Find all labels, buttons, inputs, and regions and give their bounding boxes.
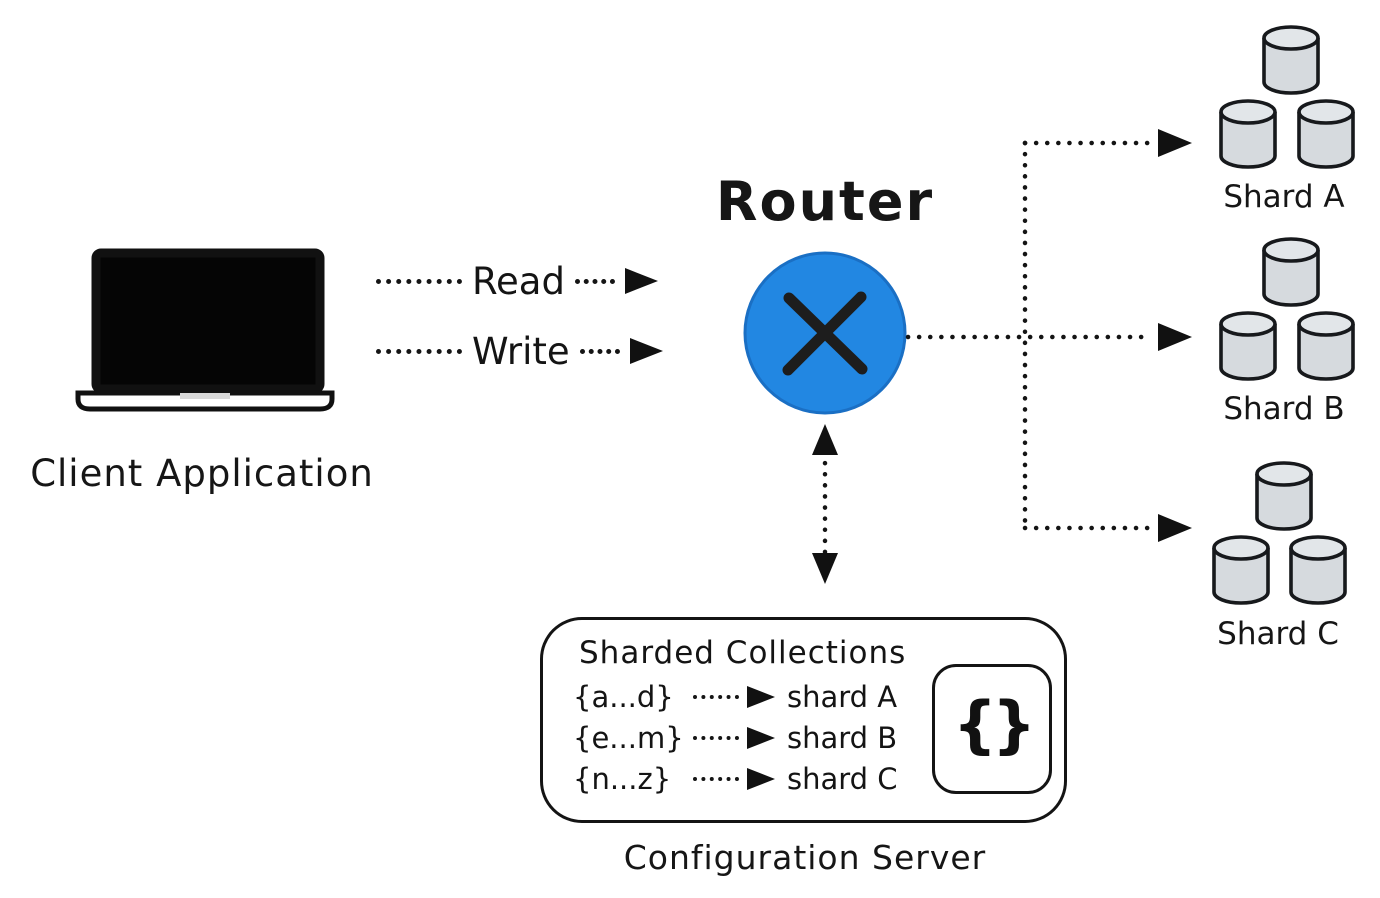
arrowhead-icon [747, 727, 775, 749]
dotted-line [579, 348, 620, 354]
shard-a-label: Shard A [1223, 179, 1345, 215]
laptop-icon [75, 248, 335, 412]
dotted-line [376, 278, 462, 284]
configuration-server-box: Sharded Collections {a...d} shard A {e..… [540, 617, 1067, 823]
database-cylinder-icon [1289, 535, 1347, 605]
key-range: {n...z} [573, 762, 672, 796]
curly-braces-icon: {} [952, 687, 1036, 761]
read-arrow: Read [376, 259, 658, 303]
database-cylinder-icon [1262, 25, 1320, 95]
database-cylinder-icon [1219, 99, 1277, 169]
database-cylinder-icon [1297, 99, 1355, 169]
shard-mapping-row: {a...d} shard A [573, 680, 1064, 714]
shard-arrowhead-icons [1158, 129, 1192, 542]
shard-a-cluster [1219, 25, 1355, 169]
arrowhead-icon [629, 338, 663, 364]
shard-mapping-list: {a...d} shard A {e...m} shard B {n...z} … [573, 680, 1064, 796]
router-icon [743, 251, 907, 415]
sharded-collections-title: Sharded Collections [579, 635, 907, 671]
router-to-shards-connector [905, 140, 1153, 531]
database-cylinder-icon [1262, 237, 1320, 307]
shard-mapping-row: {n...z} shard C [573, 762, 1064, 796]
shard-b-cluster [1219, 237, 1355, 381]
configuration-server-label: Configuration Server [623, 838, 987, 877]
router-to-config-connector [812, 424, 838, 584]
arrowhead-icon [747, 768, 775, 790]
read-label: Read [472, 259, 565, 303]
arrowhead-icon [747, 686, 775, 708]
target-shard: shard A [787, 680, 898, 714]
collection-braces-badge: {} [932, 664, 1052, 794]
key-range: {a...d} [573, 680, 674, 714]
dotted-line [376, 348, 462, 354]
database-cylinder-icon [1212, 535, 1270, 605]
shard-mapping-row: {e...m} shard B [573, 721, 1064, 755]
dotted-line [693, 695, 739, 699]
shard-c-cluster [1212, 461, 1347, 605]
key-range: {e...m} [573, 721, 684, 755]
laptop-notch [180, 393, 230, 399]
dotted-line [693, 736, 739, 740]
shard-b-label: Shard B [1223, 391, 1345, 427]
dotted-line [693, 777, 739, 781]
write-label: Write [472, 329, 570, 373]
database-cylinder-icon [1297, 311, 1355, 381]
target-shard: shard C [787, 762, 898, 796]
database-cylinder-icon [1219, 311, 1277, 381]
router-label: Router [715, 170, 935, 233]
database-cylinder-icon [1255, 461, 1313, 531]
arrowhead-icon [624, 268, 658, 294]
target-shard: shard B [787, 721, 898, 755]
shard-c-label: Shard C [1217, 616, 1339, 652]
client-application-label: Client Application [30, 452, 374, 495]
dotted-line [574, 278, 615, 284]
write-arrow: Write [376, 329, 663, 373]
